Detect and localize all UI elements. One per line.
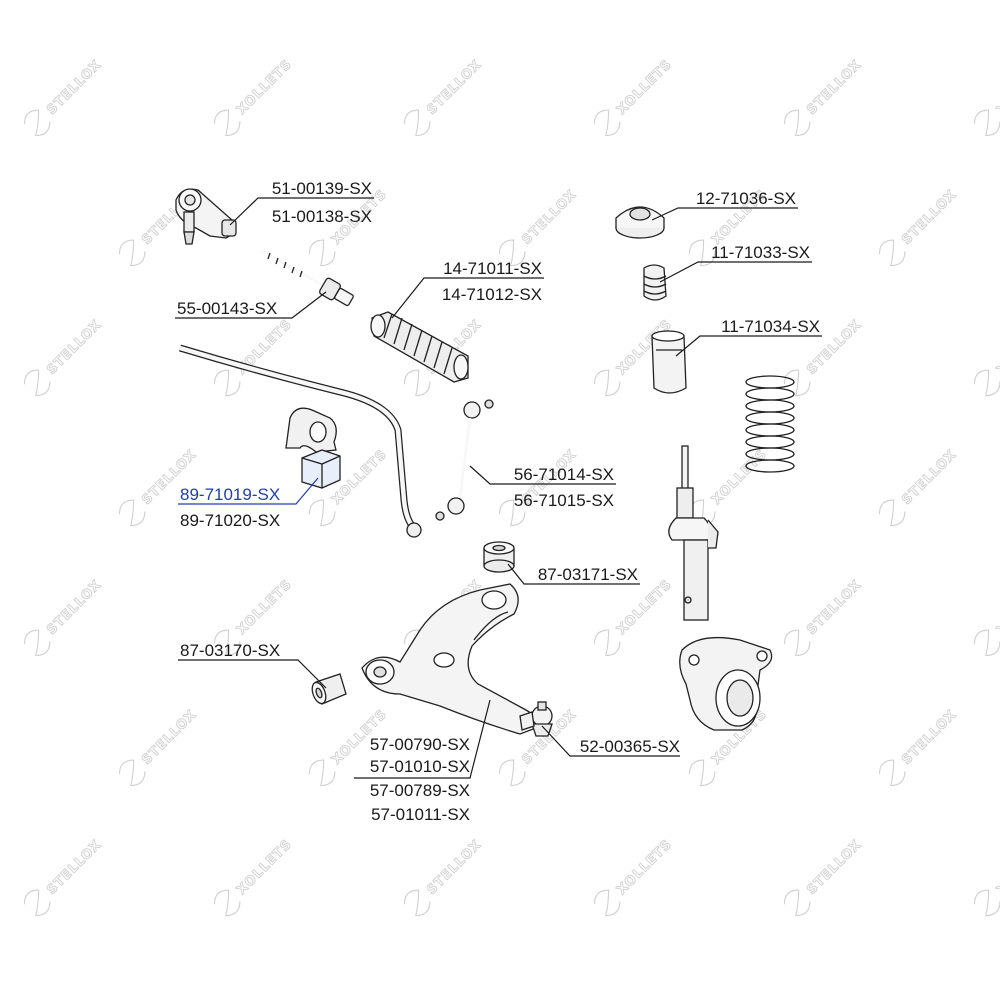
- stellox-watermark: STELLOX: [783, 57, 865, 137]
- part-number-label: 56-71015-SX: [514, 491, 614, 510]
- part-number-label: 14-71012-SX: [442, 285, 542, 304]
- watermark-text: XOLLETS: [614, 837, 675, 898]
- watermark-text: STELLOX: [804, 577, 865, 638]
- stellox-watermark: XOLLETS: [213, 836, 296, 917]
- steering-boot-icon: [370, 311, 469, 383]
- stellox-watermark: XOLLETS: [973, 576, 1000, 657]
- stellox-watermark: XOLLETS: [213, 56, 296, 137]
- watermark-text: STELLOX: [139, 707, 200, 768]
- stellox-watermark: STELLOX: [23, 317, 105, 397]
- shock-absorber-icon: [668, 445, 719, 621]
- part-number-label: 57-00790-SX: [370, 735, 470, 754]
- arm-bushing-front-icon: [311, 673, 347, 705]
- steering-knuckle-icon: [679, 636, 773, 731]
- ball-joint-icon: [519, 701, 553, 737]
- stellox-watermark: STELLOX: [878, 707, 960, 787]
- watermark-text: XOLLETS: [994, 577, 1000, 638]
- watermark-text: XOLLETS: [234, 837, 295, 898]
- stellox-watermark: XOLLETS: [973, 316, 1000, 397]
- watermark-text: XOLLETS: [614, 57, 675, 118]
- watermark-text: STELLOX: [519, 187, 580, 248]
- stellox-watermark: XOLLETS: [973, 56, 1000, 137]
- stabilizer-bar-icon: [178, 344, 422, 538]
- watermark-text: STELLOX: [44, 57, 105, 118]
- part-number-label: 55-00143-SX: [177, 299, 277, 318]
- watermark-text: STELLOX: [424, 837, 485, 898]
- watermark-text: STELLOX: [899, 707, 960, 768]
- stellox-watermark: XOLLETS: [213, 316, 296, 397]
- stellox-watermark: STELLOX: [498, 447, 580, 527]
- stellox-watermark: XOLLETS: [688, 446, 771, 527]
- stellox-watermark: STELLOX: [118, 707, 200, 787]
- stellox-watermark: STELLOX: [878, 187, 960, 267]
- stabilizer-link-icon: [435, 399, 494, 521]
- stellox-watermark: STELLOX: [23, 57, 105, 137]
- watermark-text: XOLLETS: [234, 57, 295, 118]
- control-arm-icon: [361, 583, 538, 735]
- stellox-watermark: STELLOX: [23, 837, 105, 917]
- part-number-label: 87-03171-SX: [538, 565, 638, 584]
- stellox-watermark: STELLOX: [23, 577, 105, 657]
- dust-cover-icon: [651, 330, 687, 394]
- part-number-label: 57-00789-SX: [370, 781, 470, 800]
- part-number-label: 56-71014-SX: [514, 465, 614, 484]
- watermark-text: XOLLETS: [994, 837, 1000, 898]
- tie-rod-end-icon: [175, 188, 237, 245]
- stellox-watermark: XOLLETS: [593, 576, 676, 657]
- stellox-watermark: STELLOX: [783, 577, 865, 657]
- stellox-watermark: STELLOX: [403, 57, 485, 137]
- stabilizer-bracket-icon: [285, 407, 337, 453]
- part-number-label: 11-71034-SX: [721, 317, 820, 336]
- inner-tie-rod-icon: [263, 250, 354, 307]
- bump-stop-icon: [643, 264, 667, 301]
- part-labels: 51-00139-SX 51-00138-SX 55-00143-SX 14-7…: [177, 179, 820, 824]
- watermark-layer: STELLOX XOLLETS STELLOX XOLLETS STELLOX XOLLE…: [23, 56, 1000, 917]
- part-number-label-highlighted[interactable]: 89-71019-SX: [180, 485, 280, 504]
- stabilizer-bushing-icon: [301, 449, 341, 489]
- part-number-label: 51-00139-SX: [272, 179, 372, 198]
- part-number-label: 57-01010-SX: [370, 757, 470, 776]
- watermark-text: XOLLETS: [614, 577, 675, 638]
- part-number-label: 87-03170-SX: [180, 641, 280, 660]
- watermark-text: XOLLETS: [234, 577, 295, 638]
- stellox-watermark: STELLOX: [783, 837, 865, 917]
- part-number-label: 52-00365-SX: [580, 737, 680, 756]
- strut-mount-icon: [615, 206, 665, 239]
- watermark-text: STELLOX: [804, 57, 865, 118]
- part-number-label: 51-00138-SX: [272, 207, 372, 226]
- part-number-label: 14-71011-SX: [443, 259, 542, 278]
- stellox-watermark: XOLLETS: [593, 56, 676, 137]
- stellox-watermark: STELLOX: [878, 447, 960, 527]
- stellox-watermark: XOLLETS: [973, 836, 1000, 917]
- watermark-text: STELLOX: [804, 837, 865, 898]
- watermark-text: STELLOX: [899, 447, 960, 508]
- part-number-label: 11-71033-SX: [711, 243, 810, 262]
- stellox-watermark: STELLOX: [403, 837, 485, 917]
- watermark-text: XOLLETS: [994, 317, 1000, 378]
- watermark-text: STELLOX: [899, 187, 960, 248]
- arm-bushing-rear-icon: [483, 541, 515, 573]
- part-number-label: 89-71020-SX: [180, 511, 280, 530]
- watermark-text: STELLOX: [44, 317, 105, 378]
- part-number-label: 12-71036-SX: [696, 189, 796, 208]
- watermark-text: XOLLETS: [709, 447, 770, 508]
- watermark-text: STELLOX: [44, 837, 105, 898]
- stellox-watermark: XOLLETS: [593, 836, 676, 917]
- watermark-text: STELLOX: [424, 57, 485, 118]
- coil-spring-icon: [745, 375, 795, 473]
- leader-lines: [175, 197, 822, 779]
- watermark-text: STELLOX: [44, 577, 105, 638]
- part-number-label: 57-01011-SX: [371, 805, 470, 824]
- stellox-watermark: STELLOX: [498, 187, 580, 267]
- watermark-text: XOLLETS: [994, 57, 1000, 118]
